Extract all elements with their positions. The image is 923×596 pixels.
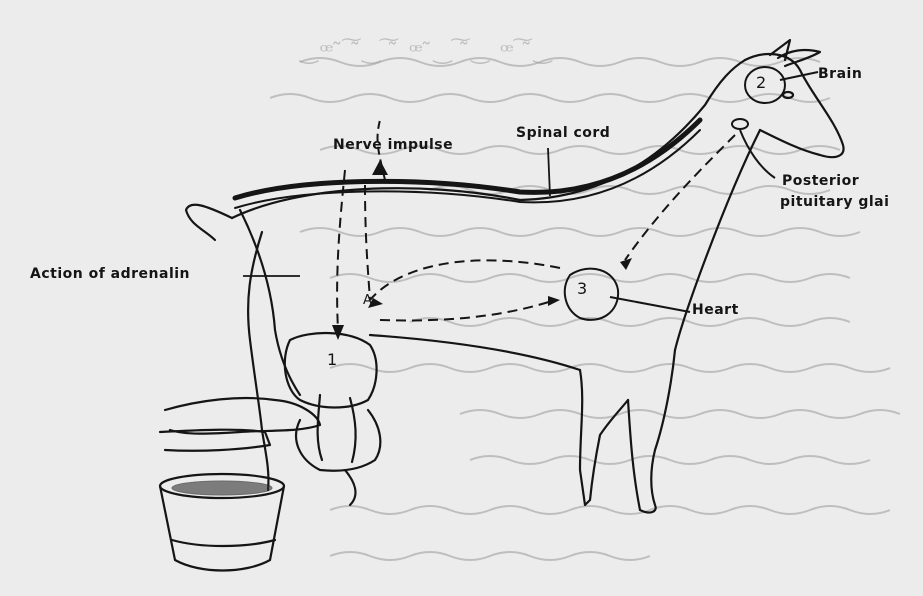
marker-3-heart: 3: [577, 279, 587, 298]
label-brain: Brain: [818, 66, 862, 82]
label-pituitary-gland: pituitary glai: [780, 194, 889, 210]
label-posterior: Posterior: [782, 173, 859, 189]
marker-2-brain: 2: [756, 73, 766, 92]
label-spinal-cord: Spinal cord: [516, 125, 610, 141]
marker-1-udder: 1: [327, 350, 337, 369]
label-heart: Heart: [692, 302, 739, 318]
label-action-of-adrenalin: Action of adrenalin: [30, 266, 190, 282]
label-nerve-impulse: Nerve impulse: [333, 137, 453, 153]
marker-a-adrenalin: A: [363, 293, 372, 308]
leader-lines: [243, 148, 550, 276]
